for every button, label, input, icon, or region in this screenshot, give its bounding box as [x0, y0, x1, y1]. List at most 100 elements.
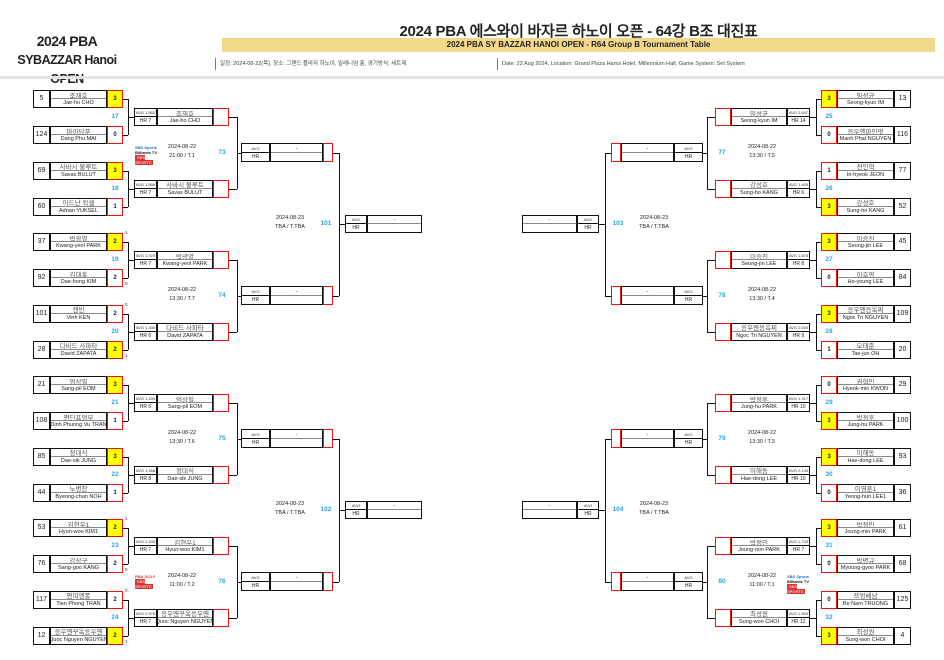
player-name-top: 엄상필 [51, 377, 106, 385]
set-score: 2 [107, 626, 123, 645]
player-name[interactable]: - [270, 286, 323, 306]
set-score: 1 [821, 340, 837, 359]
player-name-bottom: David ZAPATA [60, 350, 97, 357]
match-number: 22 [111, 470, 119, 478]
match-number: 31 [825, 542, 833, 549]
player-name[interactable]: - [621, 429, 674, 449]
player-name-bottom: Hyeok-min KWON [843, 386, 888, 392]
player-name[interactable]: - [367, 215, 422, 234]
tiebreak-score: 0 [125, 567, 128, 572]
player-name[interactable]: - [270, 572, 323, 592]
player-name-top: - [271, 144, 322, 153]
player-name[interactable]: - [621, 572, 674, 592]
player-name[interactable]: - [270, 143, 323, 163]
player-seed: 44 [33, 483, 50, 502]
player-stats-top: AVG [242, 573, 269, 582]
bracket-line [703, 152, 707, 154]
set-score: 2 [107, 340, 123, 359]
player-stats-bottom: HR 7 [139, 118, 152, 124]
match-number: 20 [111, 327, 119, 335]
player-seed: 117 [33, 590, 50, 609]
player-name[interactable]: - [522, 215, 577, 234]
bracket-line [707, 117, 708, 189]
bracket-line [605, 438, 606, 582]
set-score [323, 286, 333, 306]
bracket-line [237, 152, 241, 154]
player-name[interactable]: - [367, 501, 422, 520]
player-stats-bottom: HR [251, 440, 260, 446]
bracket-line [816, 313, 817, 350]
player-stats-top: AVG [242, 287, 269, 296]
set-score [715, 465, 731, 484]
set-score [323, 429, 333, 449]
player-seed: 125 [894, 590, 911, 609]
match-number: 103 [612, 220, 624, 228]
bracket-line [707, 403, 715, 404]
match-number: 21 [111, 399, 119, 406]
player-name-bottom: Sung-ho KANG [846, 207, 885, 214]
match-date: 2024-08-22 [747, 143, 777, 150]
player-name[interactable]: - [270, 429, 323, 449]
player-name[interactable]: - [522, 501, 577, 520]
player-name-top: 다비드 사파타 [51, 342, 106, 350]
player-name[interactable]: - [621, 286, 674, 306]
set-score: 0 [821, 126, 837, 144]
bracket-line [123, 206, 128, 208]
match-number: 28 [825, 327, 833, 335]
player-stats-bottom: HR [251, 583, 260, 589]
player-name[interactable]: - [621, 143, 674, 163]
bracket-line [816, 385, 821, 386]
player-seed: 52 [894, 197, 911, 216]
